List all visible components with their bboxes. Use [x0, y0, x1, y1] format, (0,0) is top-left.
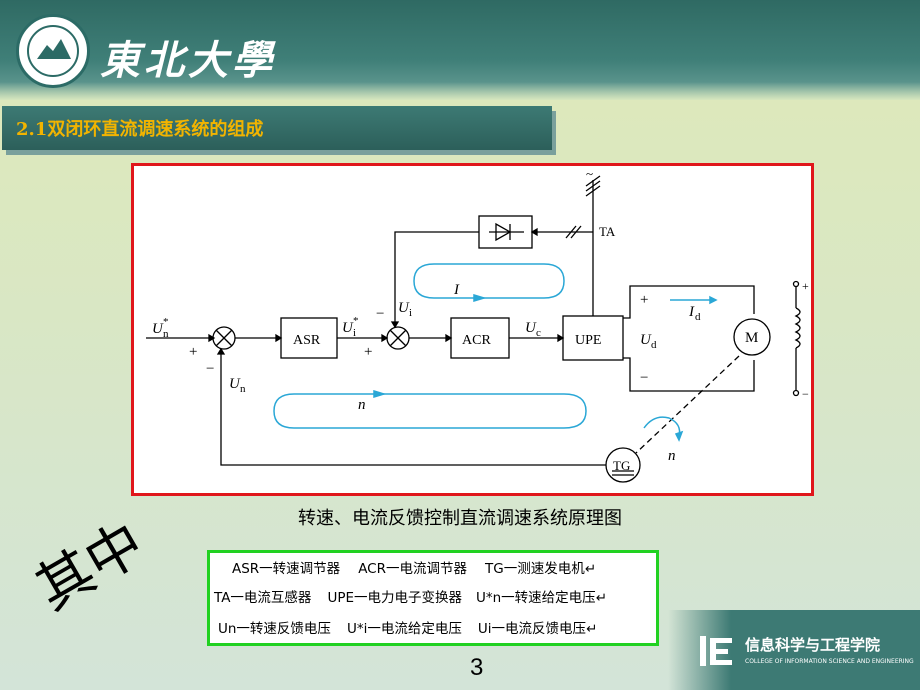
slide-number: 3 — [470, 654, 484, 681]
asr-label: ASR — [293, 333, 321, 348]
legend-item: ACR一电流调节器 — [358, 561, 467, 577]
label-id-sub: d — [695, 311, 701, 323]
label-uc-sub: c — [536, 327, 541, 339]
loop-label-n: n — [358, 397, 366, 413]
label-ud-sub: d — [651, 339, 657, 351]
upe-label: UPE — [575, 333, 601, 348]
tg-label: TG — [613, 458, 630, 473]
legend-row-1: ASR一转速调节器 ACR一电流调节器 TG一测速发电机↵ — [210, 557, 656, 585]
minus-sign-4: − — [802, 387, 809, 401]
label-un: U — [229, 376, 241, 392]
university-logo — [16, 14, 90, 88]
ac-supply-symbol: ~ — [586, 166, 593, 181]
label-ui: U — [398, 300, 410, 316]
loop-label-i: I — [453, 282, 460, 298]
motor-speed-label: n — [668, 448, 676, 464]
label-ui-sub: i — [409, 307, 412, 319]
label-uc: U — [525, 320, 537, 336]
label-un-sub: n — [240, 383, 246, 395]
diagram-caption: 转速、电流反馈控制直流调速系统原理图 — [298, 508, 622, 529]
legend-item: Un一转速反馈电压 — [218, 621, 331, 637]
legend-item: ASR一转速调节器 — [232, 561, 341, 577]
legend-item: TG一测速发电机↵ — [485, 561, 597, 577]
ta-label: TA — [599, 224, 616, 239]
school-name-english: COLLEGE OF INFORMATION SCIENCE AND ENGIN… — [745, 658, 914, 665]
legend-row-2: TA一电流互感器 UPE一电力电子变换器 U*n一转速给定电压↵ — [210, 586, 656, 614]
plus-sign-3: + — [640, 292, 648, 308]
label-ui-star-sub: i — [353, 327, 356, 339]
label-ui-star-sup: * — [353, 315, 359, 327]
minus-sign-3: − — [640, 370, 648, 386]
legend-row-3: Un一转速反馈电压 U*i一电流给定电压 Ui一电流反馈电压↵ — [210, 617, 656, 645]
school-emblem-icon — [700, 636, 732, 666]
control-system-diagram: U n * + − ASR U i * + − U i ACR U c UPE … — [146, 166, 809, 483]
legend-item: U*i一电流给定电压 — [346, 621, 462, 637]
label-ui-star: U — [342, 320, 354, 336]
section-title: 2.1双闭环直流调速系统的组成 — [16, 119, 264, 140]
mountain-icon — [37, 39, 71, 59]
legend-item: UPE一电力电子变换器 — [327, 590, 462, 606]
label-ud: U — [640, 332, 652, 348]
acr-label: ACR — [462, 333, 491, 348]
plus-sign-4: + — [802, 279, 809, 293]
legend-item: U*n一转速给定电压↵ — [476, 590, 607, 606]
motor-label: M — [745, 330, 758, 346]
legend-item: TA一电流互感器 — [214, 590, 312, 606]
label-un-star-sub: n — [163, 328, 169, 340]
minus-sign-2: − — [376, 306, 384, 322]
header-band — [0, 0, 920, 100]
legend-box: ASR一转速调节器 ACR一电流调节器 TG一测速发电机↵ TA一电流互感器 U… — [207, 550, 659, 646]
legend-item: Ui一电流反馈电压↵ — [477, 621, 598, 637]
section-title-bar: 2.1双闭环直流调速系统的组成 — [2, 106, 552, 150]
minus-sign-1: − — [206, 361, 214, 377]
plus-sign-1: + — [189, 344, 197, 360]
logo-inner-ring — [27, 25, 79, 77]
label-un-star-sup: * — [163, 316, 169, 328]
diagram-frame: U n * + − ASR U i * + − U i ACR U c UPE … — [131, 163, 814, 496]
plus-sign-2: + — [364, 344, 372, 360]
label-id: I — [688, 304, 695, 320]
school-name: 信息科学与工程学院 — [745, 636, 881, 654]
university-name: 東北大學 — [100, 37, 276, 84]
label-un-star: U — [152, 321, 164, 337]
